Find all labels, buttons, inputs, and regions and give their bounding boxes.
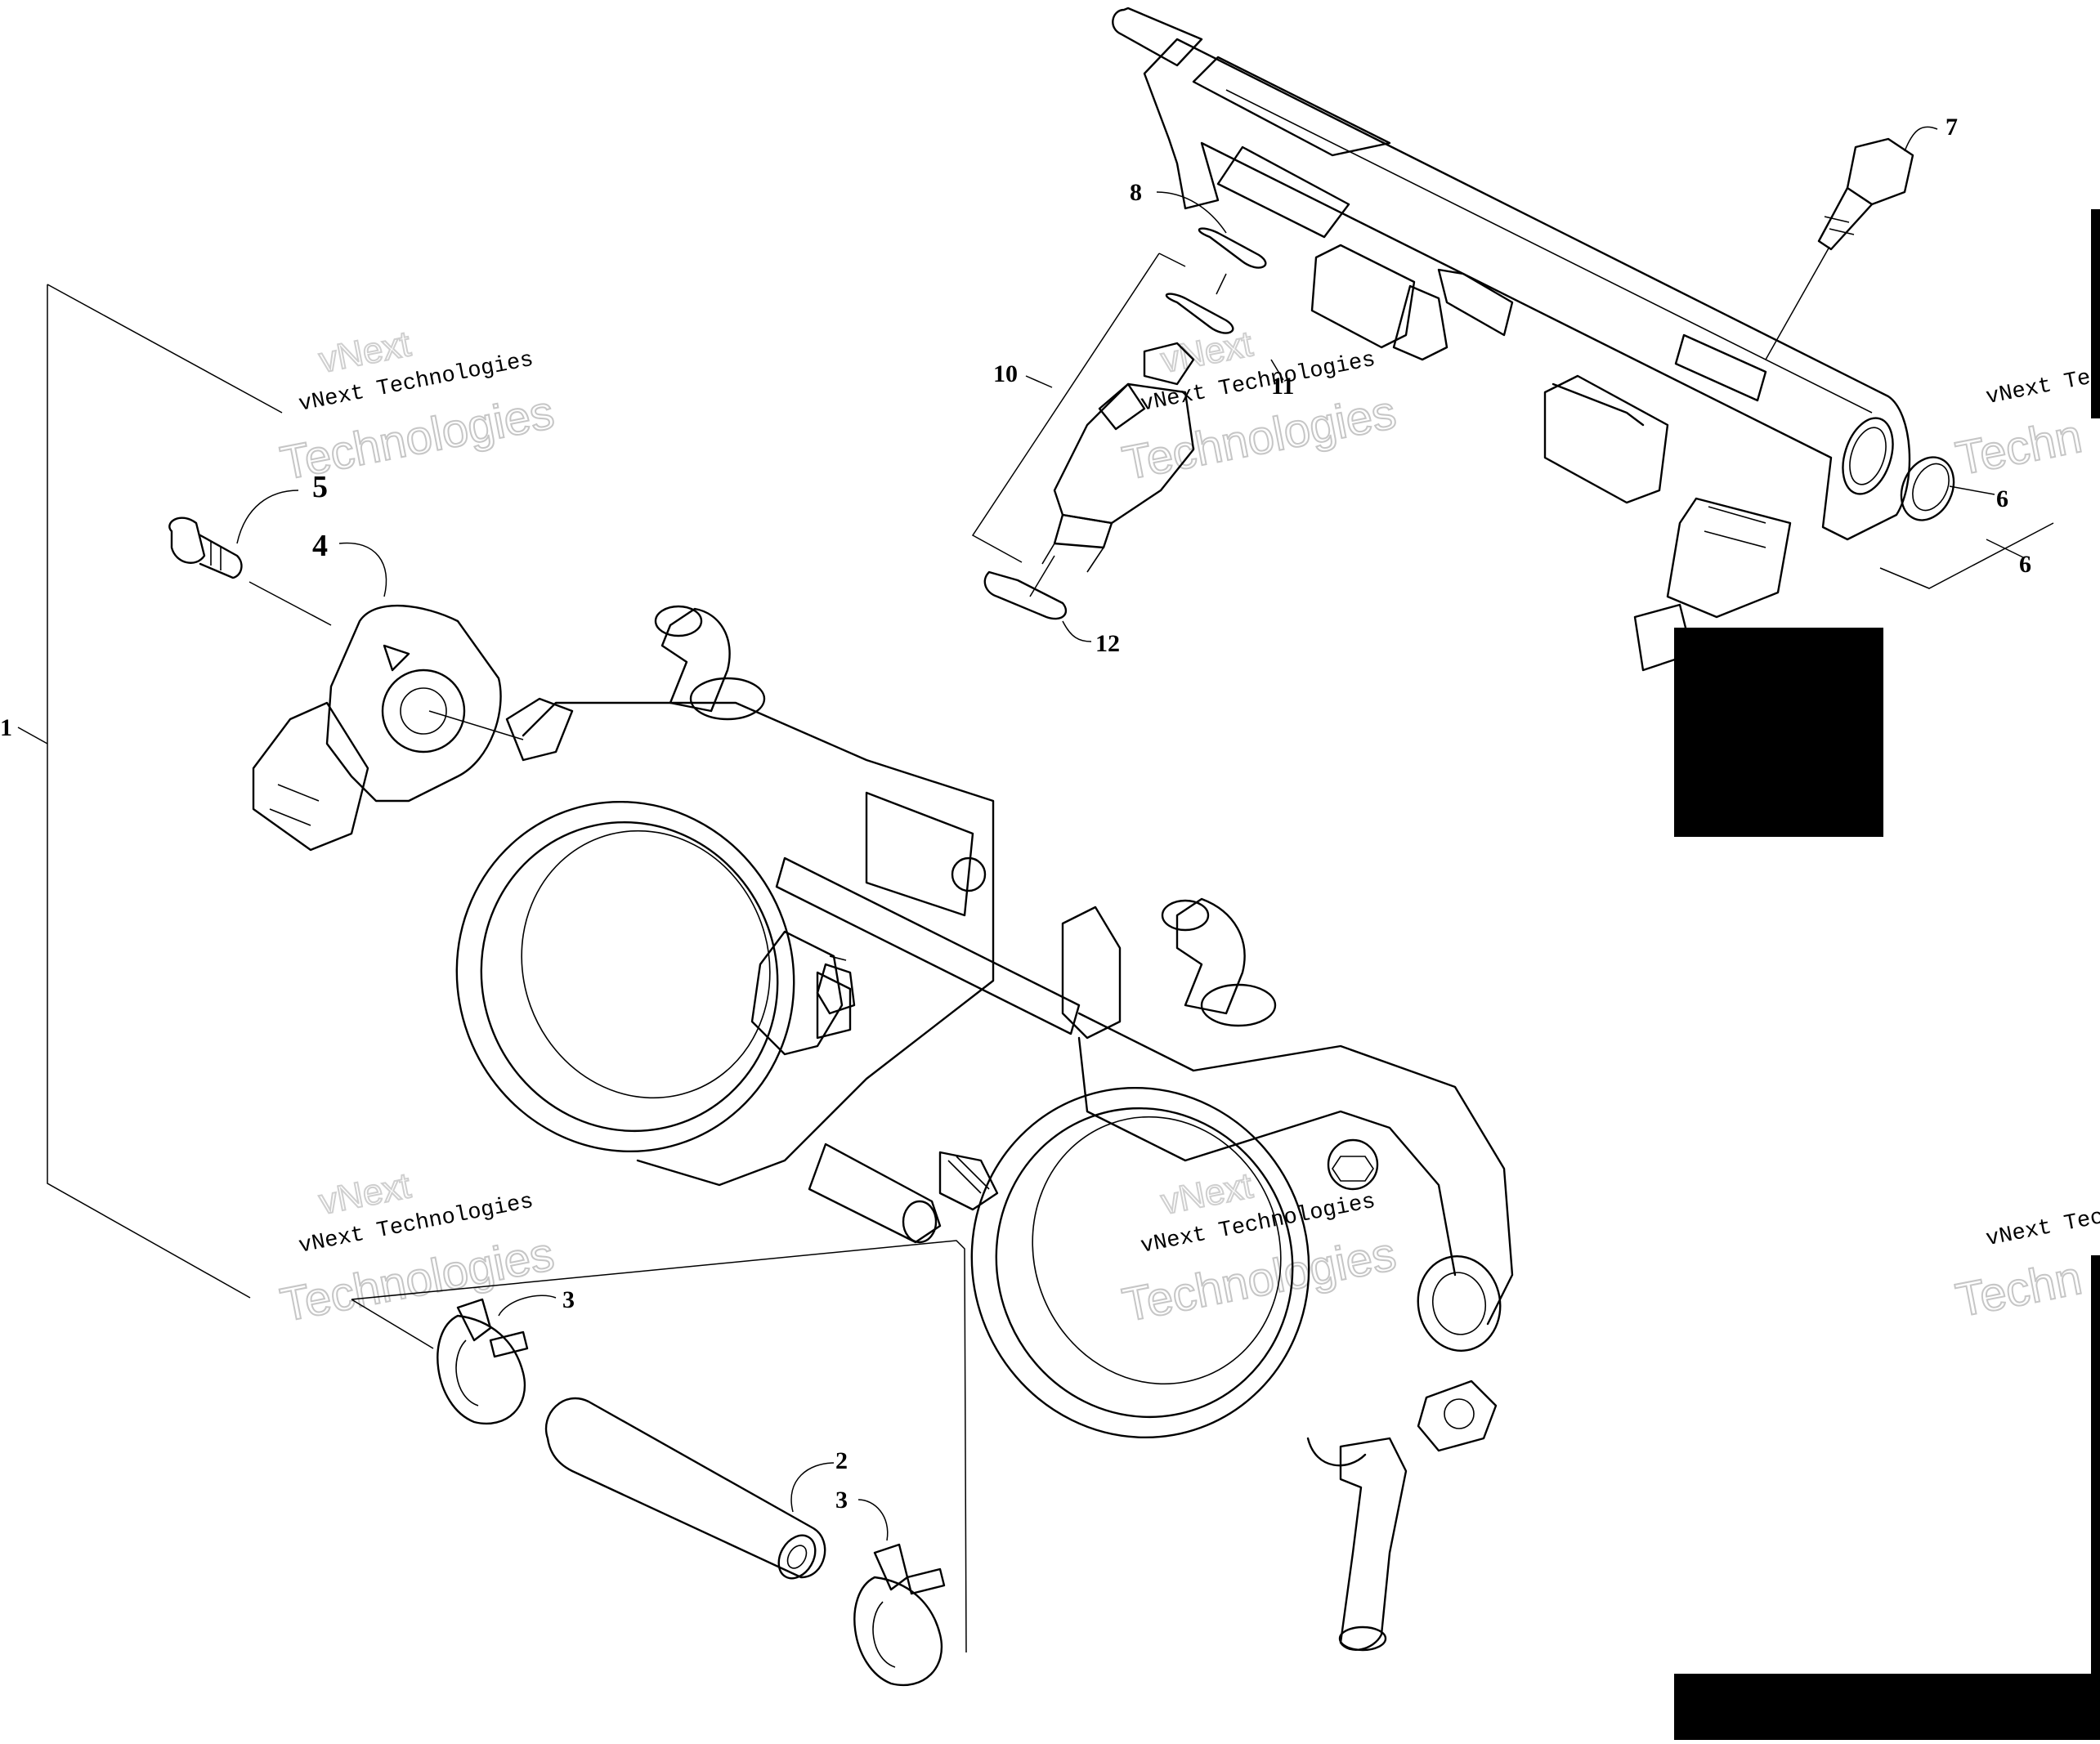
callout-3a: 3: [562, 1286, 575, 1313]
hose-2: [545, 1397, 826, 1580]
watermark-6: vNext Tec Techn: [1951, 1205, 2100, 1328]
callout-8: 7: [1946, 114, 1958, 141]
callout-1: 1: [0, 714, 12, 741]
callout-3b-leader: [857, 1499, 889, 1541]
watermark-text-large: Techn: [1952, 409, 2086, 485]
callout-5-leader: [236, 490, 299, 544]
o-ring-11: [1165, 293, 1234, 334]
assembly-bracket: [47, 284, 251, 1299]
callout-6: 6: [2019, 551, 2031, 578]
screw-axis: [249, 581, 332, 626]
watermark-2: vNext vNext Technologies Technologies: [1117, 323, 1401, 491]
sensor-axis: [428, 710, 524, 740]
redaction-block: [1674, 628, 1883, 837]
callout-2-leader: [790, 1462, 835, 1513]
watermark-ghost: vNext: [1157, 324, 1256, 381]
watermark-text-large: Techn: [1952, 1251, 2086, 1327]
watermark-ghost: vNext: [316, 324, 414, 381]
assembly-bracket-top: [47, 284, 283, 414]
callout-9: 8: [1130, 179, 1142, 206]
callout-7-leader: [1949, 485, 1995, 495]
watermark-text: vNext Tec: [1984, 364, 2100, 410]
hose-bracket-lead: [351, 1299, 434, 1349]
watermark-5: vNext Tec Techn: [1951, 364, 2100, 486]
callout-12: 12: [1095, 630, 1120, 657]
callout-1-leader: [17, 727, 48, 745]
callout-4-leader: [338, 542, 387, 597]
o-ring-7: [1900, 456, 1955, 521]
o-ring-9: [1198, 227, 1267, 269]
callout-2: 2: [835, 1447, 848, 1474]
fuel-rail: [1112, 7, 1911, 672]
callout-10-leader: [1025, 375, 1053, 388]
throttle-position-sensor: [252, 604, 502, 852]
injector-bracket: [971, 253, 1160, 563]
hose-clamp-3b: [853, 1543, 946, 1687]
watermark-text: vNext Tec: [1984, 1205, 2100, 1252]
screw-5: [168, 516, 243, 579]
callout-8-leader: [1904, 126, 1938, 152]
callout-3a-leader: [498, 1295, 557, 1317]
callout-7: 6: [1996, 485, 2008, 512]
fuel-injector: [1029, 342, 1195, 597]
injector-bracket-top: [1158, 253, 1186, 267]
fuel-rail-bracket: [1879, 522, 2054, 589]
injector-axis: [1216, 273, 1227, 295]
throttle-body: [455, 605, 1514, 1652]
redaction-block-bottom: [1674, 1674, 2100, 1740]
hose-bracket: [351, 1240, 967, 1653]
callout-10: 10: [993, 360, 1018, 387]
redaction-edge-top: [2091, 209, 2100, 418]
watermark-1: vNext vNext Technologies Technologies: [275, 323, 559, 491]
watermark-ghost: vNext: [1157, 1165, 1256, 1223]
callout-12-leader: [1062, 620, 1092, 642]
callout-3b: 3: [835, 1487, 848, 1514]
hose-clamp-3a: [437, 1298, 529, 1425]
callout-6-leader: [1986, 539, 2024, 558]
callout-9-leader: [1156, 191, 1227, 234]
callout-11-leader: [1270, 359, 1284, 381]
watermark-ghost: vNext: [316, 1165, 414, 1223]
callout-5: 5: [312, 470, 328, 504]
bolt-8: [1765, 137, 1914, 360]
o-ring-12: [983, 570, 1068, 620]
callout-4: 4: [312, 529, 328, 563]
callout-11: 11: [1271, 373, 1294, 400]
redaction-edge-bottom: [2091, 1255, 2100, 1674]
watermark-3: vNext vNext Technologies Technologies: [275, 1165, 559, 1333]
